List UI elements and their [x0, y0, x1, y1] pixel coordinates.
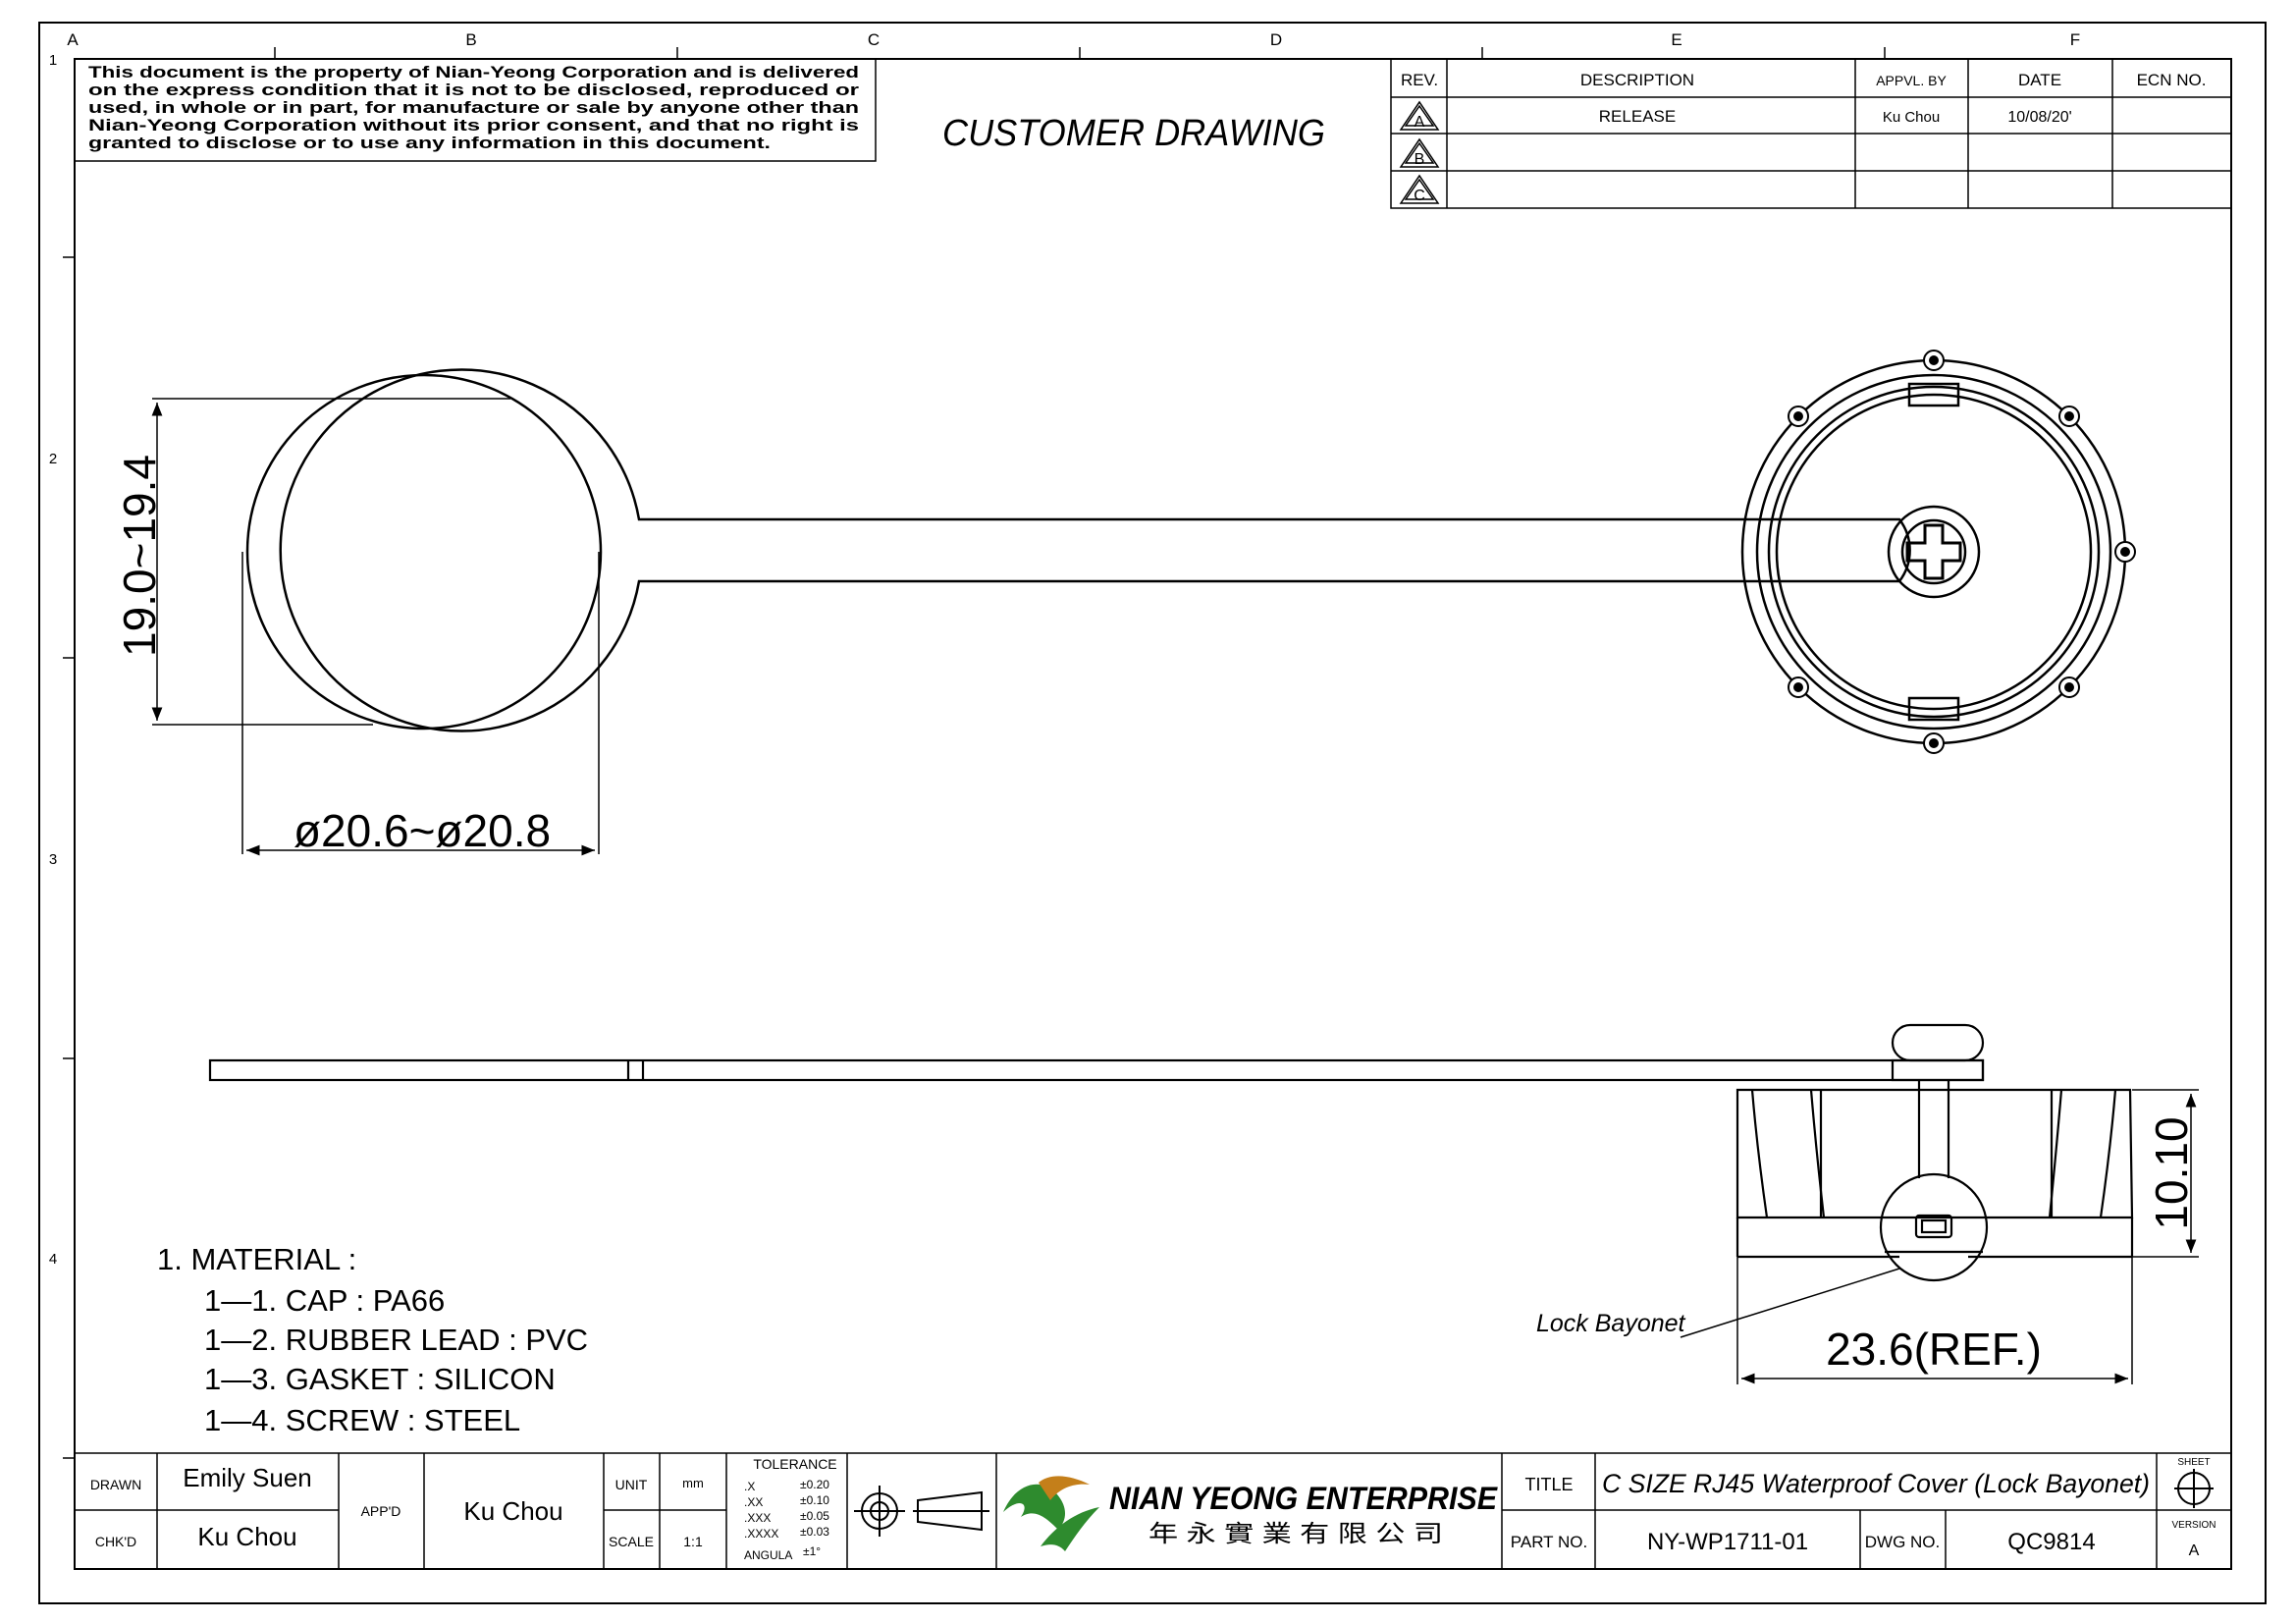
- notice-line-3: used, in whole or in part, for manufactu…: [88, 99, 859, 117]
- rev-a-description: RELEASE: [1599, 107, 1676, 126]
- tolerance-val-4: ±0.03: [800, 1525, 829, 1539]
- bayonet-slot-top: [1907, 382, 1960, 407]
- note-screw: 1—4. SCREW : STEEL: [204, 1403, 520, 1437]
- tolerance-val-2: ±0.10: [800, 1493, 829, 1507]
- version-label: VERSION: [2171, 1520, 2216, 1531]
- title-block: [75, 1452, 2231, 1569]
- tolerance-val-1: ±0.20: [800, 1478, 829, 1491]
- notice-line-5: granted to disclose or to use any inform…: [88, 135, 771, 152]
- rev-a-letter: A: [1415, 114, 1425, 131]
- lead-side-strip: [208, 1058, 1985, 1082]
- note-rubber-lead: 1—2. RUBBER LEAD : PVC: [204, 1323, 588, 1357]
- cap-rim-2: [1755, 373, 2112, 730]
- approved-label: APP'D: [361, 1503, 401, 1519]
- drawing-number-value: QC9814: [2007, 1529, 2095, 1555]
- checked-value: Ku Chou: [197, 1522, 296, 1551]
- zone-letter-c: C: [868, 30, 880, 49]
- scale-value: 1:1: [683, 1534, 703, 1549]
- tolerance-key-4: .XXXX: [744, 1527, 778, 1541]
- notice-box: [74, 58, 877, 162]
- unit-value: mm: [682, 1476, 704, 1490]
- sheet-symbol-icon: [2174, 1469, 2214, 1508]
- zone-letter-a: A: [67, 30, 79, 49]
- notice-line-4: Nian-Yeong Corporation without its prior…: [88, 117, 859, 135]
- screw-head-side: [1891, 1023, 1985, 1062]
- company-logo-icon: [1003, 1476, 1099, 1551]
- part-number-value: NY-WP1711-01: [1647, 1529, 1808, 1555]
- cap-width-dimension: 23.6(REF.): [1826, 1324, 2042, 1375]
- lock-bayonet-slot: [1914, 1214, 1953, 1239]
- tolerance-title: TOLERANCE: [753, 1456, 836, 1472]
- drawn-value: Emily Suen: [183, 1463, 312, 1492]
- drawn-label: DRAWN: [90, 1477, 141, 1492]
- tolerance-key-1: .X: [744, 1480, 755, 1493]
- date-header: DATE: [2018, 71, 2061, 89]
- cap-body-side: [1735, 1088, 2134, 1219]
- zone-number-4: 4: [49, 1251, 57, 1268]
- drawing-title: C SIZE RJ45 Waterproof Cover (Lock Bayon…: [1602, 1469, 2150, 1498]
- cap-height-dimension: 10.10: [2146, 1116, 2197, 1229]
- top-view: [245, 358, 2127, 745]
- lead-strap-outline: [279, 368, 1911, 732]
- zone-number-2: 2: [49, 451, 57, 467]
- note-gasket: 1—3. GASKET : SILICON: [204, 1362, 556, 1396]
- sheet-label: SHEET: [2177, 1457, 2210, 1468]
- rev-c-letter: C: [1414, 188, 1425, 204]
- revision-table: [1390, 58, 2232, 209]
- rev-a-date: 10/08/20': [2007, 109, 2071, 126]
- rev-a-approved-by: Ku Chou: [1883, 109, 1940, 126]
- diameter-dimension: ø20.6~ø20.8: [294, 805, 551, 856]
- drawing-number-label: DWG NO.: [1865, 1533, 1941, 1551]
- tolerance-key-3: .XXX: [744, 1511, 771, 1525]
- tolerance-key-2: .XX: [744, 1495, 763, 1509]
- screw-head: [1900, 518, 1967, 585]
- notice-line-2: on the express condition that it is not …: [88, 81, 860, 99]
- lead-tab-side: [1891, 1058, 1985, 1082]
- projection-symbol-icon: [854, 1486, 989, 1537]
- lock-bayonet-circle: [1879, 1172, 1989, 1282]
- tolerance-val-3: ±0.05: [800, 1509, 829, 1523]
- phillips-cross-icon: [1905, 523, 1962, 580]
- company-chinese-name: 年 永 實 業 有 限 公 司: [1148, 1521, 1443, 1547]
- lock-bayonet-callout: Lock Bayonet: [1536, 1310, 1686, 1337]
- callout-leader: [1680, 1268, 1900, 1338]
- zone-number-1: 1: [49, 52, 57, 69]
- zone-letter-b: B: [465, 30, 476, 49]
- outer-frame: [38, 22, 2267, 1604]
- rev-b-letter: B: [1415, 151, 1425, 168]
- unit-label: UNIT: [615, 1477, 648, 1492]
- version-value: A: [2189, 1542, 2200, 1559]
- company-name: NIAN YEONG ENTERPRISE: [1109, 1481, 1499, 1516]
- zone-letter-e: E: [1671, 30, 1682, 49]
- description-header: DESCRIPTION: [1580, 71, 1694, 89]
- note-cap: 1—1. CAP : PA66: [204, 1283, 445, 1318]
- zone-letter-f: F: [2070, 30, 2080, 49]
- side-view: [208, 1023, 2134, 1282]
- title-label: TITLE: [1524, 1475, 1573, 1494]
- cap-rim-4: [1775, 393, 2093, 711]
- height-dimension: 19.0~19.4: [114, 455, 165, 657]
- customer-drawing-heading: CUSTOMER DRAWING: [942, 113, 1325, 154]
- zone-number-3: 3: [49, 851, 57, 868]
- screw-boss: [1887, 505, 1981, 599]
- ecn-header: ECN NO.: [2137, 71, 2207, 89]
- checked-label: CHK'D: [95, 1534, 136, 1549]
- inner-frame: [74, 58, 2232, 1570]
- notice-line-1: This document is the property of Nian-Ye…: [88, 64, 859, 81]
- part-number-label: PART NO.: [1511, 1533, 1587, 1551]
- ring-inner-circle: [245, 373, 603, 730]
- note-material: 1. MATERIAL :: [157, 1242, 356, 1276]
- tolerance-key-5: ANGULA: [744, 1548, 792, 1562]
- tolerance-val-5: ±1°: [803, 1544, 821, 1558]
- scale-label: SCALE: [609, 1534, 654, 1549]
- zone-letter-d: D: [1270, 30, 1282, 49]
- approved-by-header: APPVL. BY: [1876, 73, 1947, 88]
- approved-value: Ku Chou: [463, 1496, 562, 1526]
- bayonet-slot-bottom: [1907, 696, 1960, 722]
- cap-rim-3: [1767, 385, 2101, 719]
- rev-header: REV.: [1401, 71, 1438, 89]
